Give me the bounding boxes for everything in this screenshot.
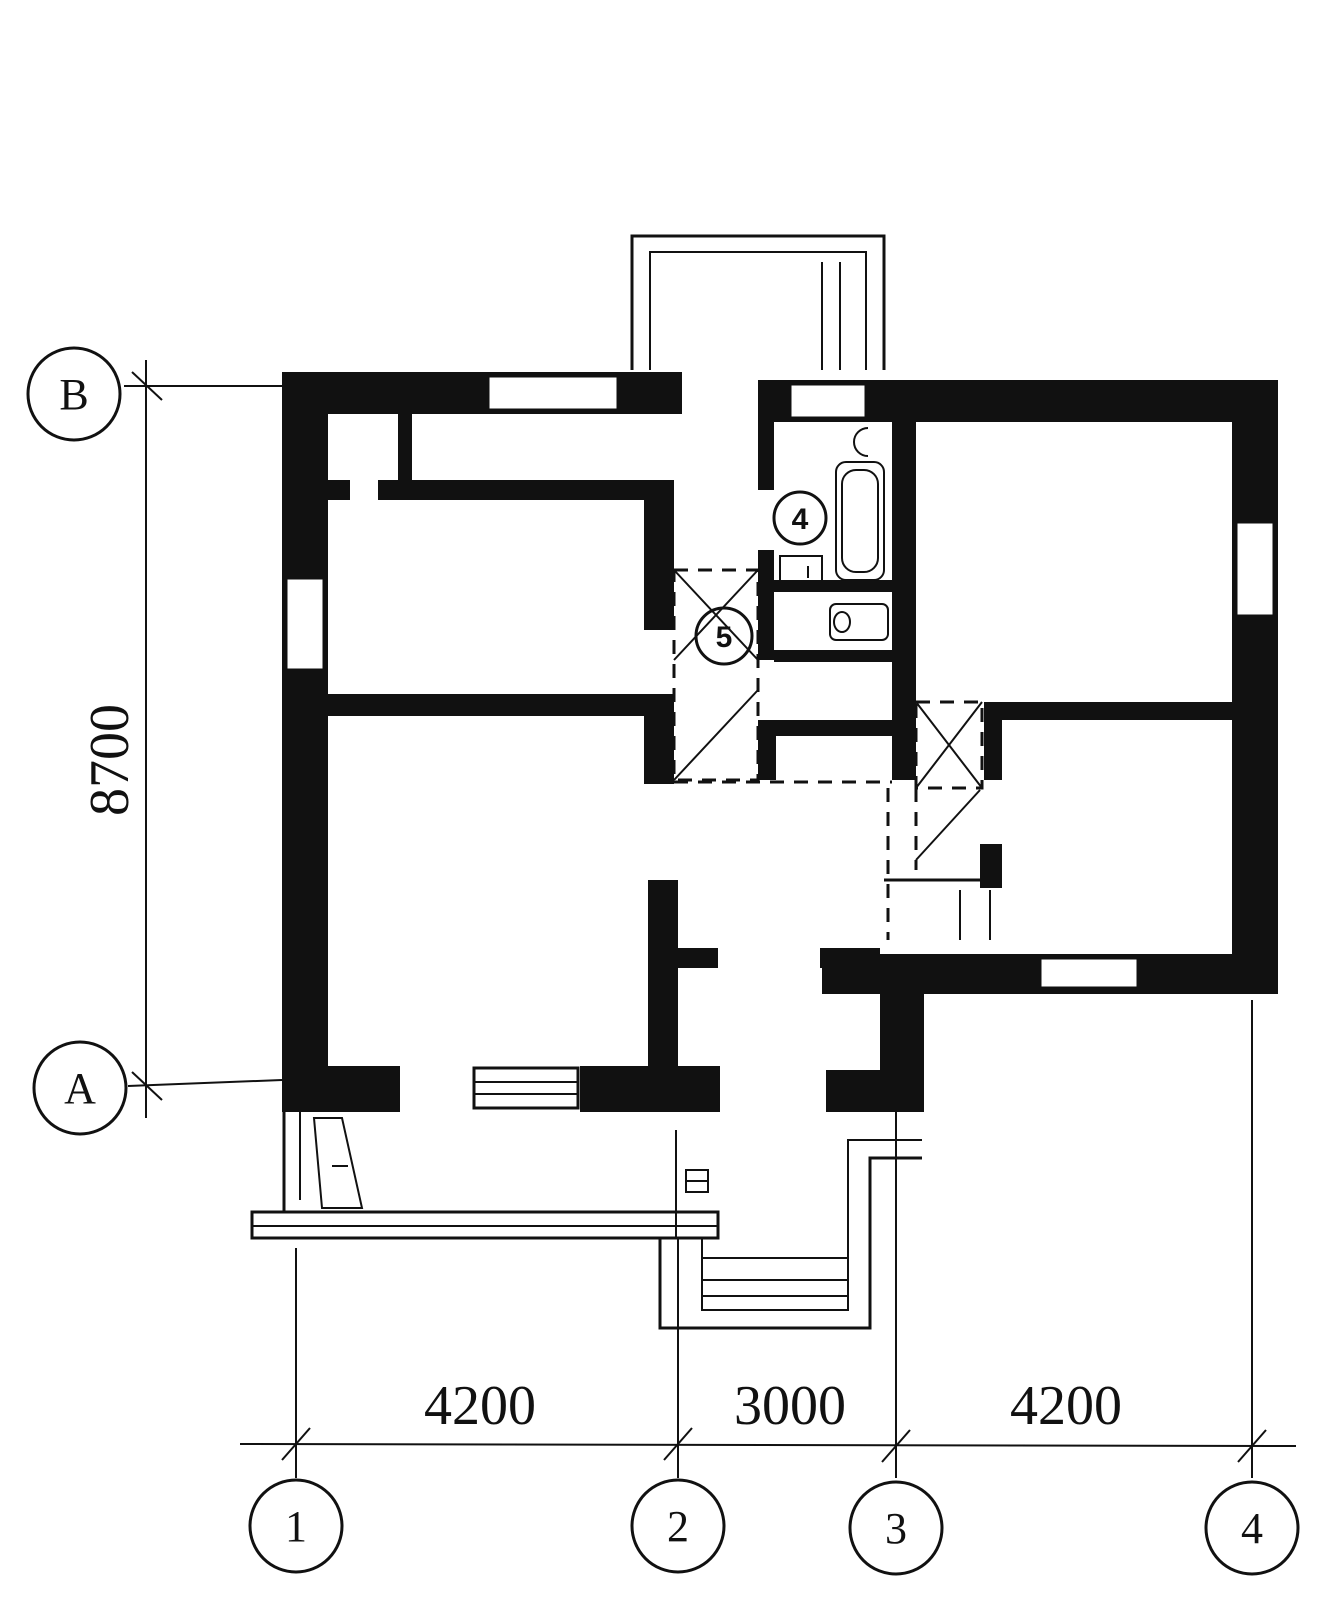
axis-bubble-1: 1 — [248, 1478, 344, 1574]
interior-walls — [328, 380, 1232, 1080]
windows — [284, 374, 1276, 1110]
axis-bubble-4: 4 — [1204, 1480, 1300, 1576]
room-mark-stair-hall: 5 — [694, 606, 754, 666]
axis-bubble-3: 3 — [848, 1480, 944, 1576]
svg-text:3: 3 — [885, 1504, 907, 1553]
axis-bubble-A: A — [32, 1040, 128, 1136]
north-balcony — [630, 234, 886, 370]
dim-4200-left: 4200 — [424, 1375, 536, 1437]
axis-bubble-B: B — [26, 346, 122, 442]
window-north-bath — [788, 382, 868, 420]
svg-text:4: 4 — [1241, 1504, 1263, 1553]
window-south-east — [1038, 956, 1140, 990]
window-east — [1234, 520, 1276, 618]
svg-text:A: A — [64, 1064, 96, 1113]
svg-text:1: 1 — [285, 1502, 307, 1551]
window-south-left — [472, 1066, 580, 1110]
svg-text:2: 2 — [667, 1502, 689, 1551]
svg-text:5: 5 — [716, 621, 733, 654]
dim-4200-right: 4200 — [1010, 1375, 1122, 1437]
svg-text:B: B — [59, 370, 88, 419]
stair-markings — [672, 568, 1000, 940]
window-west — [284, 576, 326, 672]
south-terrace — [250, 1112, 922, 1330]
horizontal-dimension: 4200 3000 4200 — [239, 1000, 1297, 1478]
bath-fixtures — [779, 427, 889, 641]
dim-3000: 3000 — [734, 1375, 846, 1437]
dim-8700: 8700 — [79, 704, 141, 816]
axis-bubble-2: 2 — [630, 1478, 726, 1574]
window-north-left — [486, 374, 620, 412]
vertical-dimension: 8700 — [79, 360, 283, 1118]
svg-text:4: 4 — [792, 503, 809, 536]
room-mark-bathroom: 4 — [772, 490, 828, 546]
